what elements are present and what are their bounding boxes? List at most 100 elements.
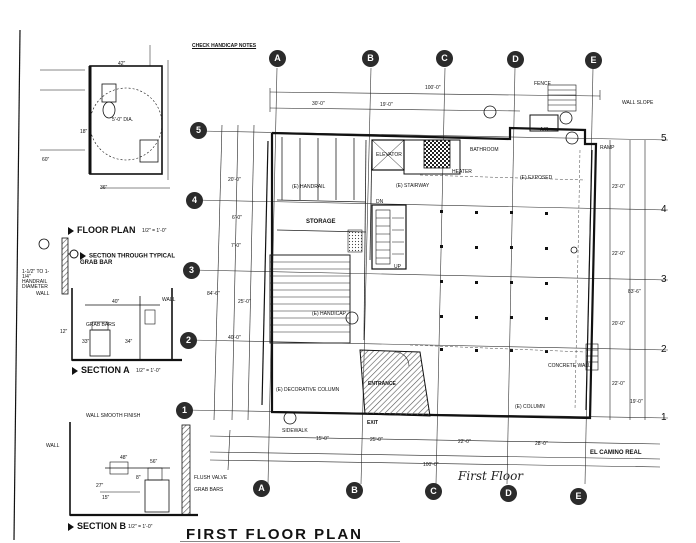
left-bottom-dimension: 40'-0" <box>228 335 241 341</box>
restroom-floor-plan-detail <box>40 45 170 189</box>
entrance-door-swing <box>394 351 410 367</box>
right-bottom-dimension: 19'-0" <box>630 399 643 405</box>
right-dimension-2: 22'-0" <box>612 251 625 257</box>
grab-bar-section-label: SECTION THROUGH TYPICAL GRAB BAR <box>80 253 175 266</box>
section-a-wall-label: WALL <box>162 297 176 303</box>
top-left-dimension: 30'-0" <box>312 101 325 107</box>
fence-label: FENCE <box>534 81 551 87</box>
section-b-detail <box>69 422 198 517</box>
detail-dim-8: 12" <box>60 329 68 335</box>
detail-dim-9: 8" <box>136 475 141 481</box>
right-dimension-3: 20'-0" <box>612 321 625 327</box>
detail-dim-5: 34" <box>125 339 133 345</box>
grid-bubble-row-3: 3 <box>183 262 200 279</box>
left-dimension-lines <box>213 124 255 421</box>
section-b-grab-bars-label: GRAB BARS <box>194 487 224 493</box>
up-label: UP <box>394 264 401 270</box>
page-margin-line <box>13 29 21 541</box>
grid-bubble-bottom-e: E <box>570 488 587 505</box>
bottom-dimension-3: 22'-0" <box>458 439 471 445</box>
flush-valve-label: FLUSH VALVE <box>194 475 228 481</box>
top-dimension-lines <box>269 88 601 112</box>
grid-bubble-top-b: B <box>362 50 379 67</box>
detail-dim-7: 48" <box>120 455 128 461</box>
bathroom-enclosure <box>403 139 461 175</box>
entrance-label: ENTRANCE <box>368 381 396 387</box>
bottom-overall-dimension: 100'-0" <box>423 462 439 468</box>
exit-label: EXIT <box>367 420 379 426</box>
dn-label: DN <box>376 199 384 205</box>
grab-bar-section-detail <box>38 237 79 295</box>
grab-bar-wall-label: WALL <box>36 291 50 297</box>
section-marker-icon <box>80 252 86 260</box>
detail-dim-11: 27" <box>96 483 104 489</box>
grid-bubble-bottom-a: A <box>253 480 270 497</box>
left-dimension-1: 20'-0" <box>228 177 241 183</box>
left-overall-dimension: 84'-6" <box>207 291 220 297</box>
grid-bubble-top-c: C <box>436 50 453 67</box>
storage-label: STORAGE <box>306 219 336 225</box>
section-b-wall-label: WALL <box>46 443 60 449</box>
section-a-detail <box>71 288 182 362</box>
bathroom-label: BATHROOM <box>470 147 499 153</box>
bathroom-tile <box>423 139 451 169</box>
handrail-label: (E) HANDRAIL <box>292 184 326 190</box>
wall-finish-note: WALL SMOOTH FINISH <box>86 413 141 419</box>
top-mid-dimension: 19'-0" <box>380 102 393 108</box>
grid-bubble-row-5: 5 <box>190 122 207 139</box>
plan-title: FIRST FLOOR PLAN <box>186 526 363 543</box>
grid-mark-right-3: 3 <box>661 274 667 285</box>
main-stair-treads <box>269 254 351 344</box>
ramp-label: RAMP <box>600 145 615 151</box>
right-overall-dimension: 83'-6" <box>628 289 641 295</box>
detail-dim-4: 33" <box>82 339 90 345</box>
grid-bubble-bottom-c: C <box>425 483 442 500</box>
street-label: EL CAMINO REAL <box>590 450 642 456</box>
section-a-title: SECTION A <box>72 366 130 375</box>
grid-bubble-row-4: 4 <box>186 192 203 209</box>
right-ramp-stair <box>585 343 599 371</box>
left-dimension-4: 25'-0" <box>238 299 251 305</box>
section-b-title: SECTION B <box>68 522 126 531</box>
detail-dim-6: 40" <box>112 299 120 305</box>
heater-label: HEATER <box>452 169 472 175</box>
bottom-dimension-1: 15'-0" <box>316 436 329 442</box>
section-marker-icon <box>68 226 74 235</box>
section-b-label: SECTION B <box>77 521 127 531</box>
building-walls <box>261 126 598 420</box>
bottom-dimension-lines <box>209 429 661 471</box>
interior-dashed-lines <box>409 149 586 411</box>
grid-bubble-row-1: 1 <box>176 402 193 419</box>
section-marker-icon <box>72 366 78 375</box>
section-marker-icon <box>68 522 74 531</box>
handwritten-note: First Floor <box>458 469 524 483</box>
stairway-label: (E) STAIRWAY <box>396 183 430 189</box>
detail-dim-1: 36" <box>100 185 108 191</box>
left-dimension-3: 7'-0" <box>231 243 241 249</box>
grid-mark-right-4: 4 <box>661 204 667 215</box>
right-dimension-4: 22'-0" <box>612 381 625 387</box>
section-a-scale: 1/2" = 1'-0" <box>136 368 161 374</box>
grid-bubble-row-2: 2 <box>180 332 197 349</box>
bottom-dimension-2: 25'-0" <box>370 437 383 443</box>
entrance-hatch <box>359 349 431 417</box>
grid-bubble-top-e: E <box>585 52 602 69</box>
stair-core-shading <box>347 229 363 253</box>
grid-bubble-top-a: A <box>269 50 286 67</box>
detail-diameter-label: 5'-0" DIA. <box>112 117 134 123</box>
section-b-scale: 1/2" = 1'-0" <box>128 524 153 530</box>
section-a-grab-bars-label: GRAB BARS <box>86 322 116 328</box>
detail-dim-12: 56" <box>150 459 158 465</box>
elevator-label: ELEVATOR <box>376 152 402 158</box>
handrail-spec-note: 1-1/2" TO 1-1/4" HANDRAIL DIAMETER <box>22 269 50 290</box>
top-right-stair <box>529 84 577 132</box>
detail-dim-3: 18" <box>80 129 88 135</box>
decorative-column-label: (E) DECORATIVE COLUMN <box>276 387 340 393</box>
detail-dim-13: 60" <box>42 157 50 163</box>
detail-markers <box>283 105 579 425</box>
detail-dim-10: 15" <box>102 495 110 501</box>
wall-slope-label: WALL SLOPE <box>622 100 654 106</box>
grid-bubble-top-d: D <box>507 51 524 68</box>
grid-mark-right-1: 1 <box>661 412 667 423</box>
